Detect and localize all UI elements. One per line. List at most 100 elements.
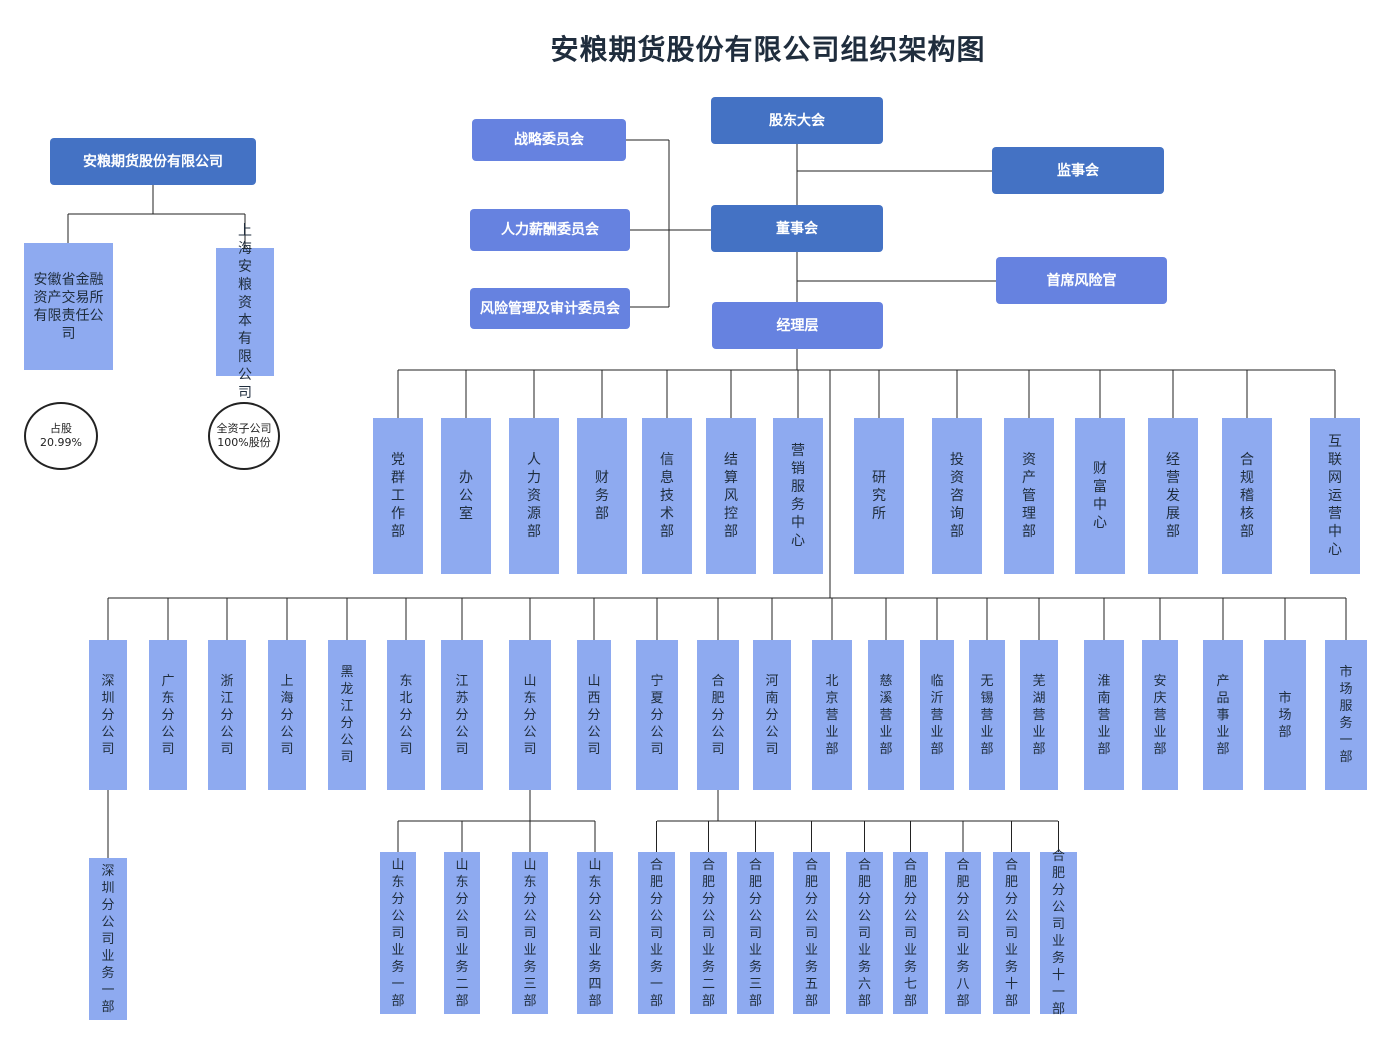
hefei-unit-box-label: 合肥分公司业务八部 xyxy=(956,857,970,1009)
holder-note-anhui: 占股 20.99% xyxy=(24,402,98,470)
committee-hr-box: 人力薪酬委员会 xyxy=(470,209,630,251)
department-box: 信息技术部 xyxy=(642,418,692,574)
supervisory-board-box: 监事会 xyxy=(992,147,1164,194)
branch-box: 淮南营业部 xyxy=(1084,640,1124,790)
branch-box-label: 上海分公司 xyxy=(280,673,294,757)
department-box-label: 人力资源部 xyxy=(527,452,541,540)
department-box: 财富中心 xyxy=(1075,418,1125,574)
branch-box: 无锡营业部 xyxy=(969,640,1005,790)
hefei-unit-box: 合肥分公司业务六部 xyxy=(846,852,883,1014)
branch-box: 合肥分公司 xyxy=(697,640,739,790)
holder-box-anhui: 安徽省金融资产交易所有限责任公司 xyxy=(24,243,113,370)
branch-box: 河南分公司 xyxy=(753,640,791,790)
branch-box-label: 河南分公司 xyxy=(765,673,779,757)
hefei-unit-box-label: 合肥分公司业务十部 xyxy=(1005,857,1019,1009)
holder-note-shanghai: 全资子公司100%股份 xyxy=(208,402,280,470)
shandong-unit-box: 山东分公司业务三部 xyxy=(512,852,548,1014)
hefei-unit-box-label: 合肥分公司业务一部 xyxy=(650,857,664,1009)
hefei-unit-box: 合肥分公司业务一部 xyxy=(638,852,675,1014)
hefei-unit-box-label: 合肥分公司业务三部 xyxy=(749,857,763,1009)
branch-box-label: 宁夏分公司 xyxy=(650,673,664,757)
department-box-label: 投资咨询部 xyxy=(950,452,964,540)
department-box-label: 财富中心 xyxy=(1093,461,1107,531)
branch-box: 芜湖营业部 xyxy=(1020,640,1058,790)
branch-box-label: 东北分公司 xyxy=(399,673,413,757)
branch-box: 北京营业部 xyxy=(812,640,852,790)
hefei-unit-box: 合肥分公司业务十部 xyxy=(993,852,1030,1014)
management-box: 经理层 xyxy=(712,302,883,349)
branch-box: 东北分公司 xyxy=(387,640,425,790)
branch-box: 江苏分公司 xyxy=(441,640,483,790)
branch-box-label: 产品事业部 xyxy=(1216,673,1230,757)
branch-box-label: 市场部 xyxy=(1278,690,1292,740)
branch-box: 产品事业部 xyxy=(1203,640,1243,790)
branch-box: 慈溪营业部 xyxy=(868,640,904,790)
department-box: 人力资源部 xyxy=(509,418,559,574)
hefei-unit-box-label: 合肥分公司业务七部 xyxy=(904,857,918,1009)
shareholders-meeting-box: 股东大会 xyxy=(711,97,883,144)
department-box: 投资咨询部 xyxy=(932,418,982,574)
branch-box-label: 山西分公司 xyxy=(587,673,601,757)
department-box-label: 研究所 xyxy=(872,470,886,522)
branch-box: 市场服务一部 xyxy=(1325,640,1367,790)
branch-box-label: 市场服务一部 xyxy=(1339,665,1353,765)
department-box: 财务部 xyxy=(577,418,627,574)
branch-box: 临沂营业部 xyxy=(920,640,954,790)
branch-box: 深圳分公司 xyxy=(89,640,127,790)
committee-strategy-box: 战略委员会 xyxy=(472,119,626,161)
department-box: 经营发展部 xyxy=(1148,418,1198,574)
department-box: 资产管理部 xyxy=(1004,418,1054,574)
hefei-unit-box-label: 合肥分公司业务六部 xyxy=(858,857,872,1009)
branch-box: 黑龙江分公司 xyxy=(328,640,366,790)
branch-box-label: 广东分公司 xyxy=(161,673,175,757)
board-box: 董事会 xyxy=(711,205,883,252)
hefei-unit-box: 合肥分公司业务二部 xyxy=(690,852,727,1014)
department-box: 互联网运营中心 xyxy=(1310,418,1360,574)
shandong-unit-box-label: 山东分公司业务四部 xyxy=(588,857,602,1009)
department-box: 结算风控部 xyxy=(706,418,756,574)
branch-box: 安庆营业部 xyxy=(1142,640,1178,790)
branch-box-label: 浙江分公司 xyxy=(220,673,234,757)
hefei-unit-box-label: 合肥分公司业务二部 xyxy=(702,857,716,1009)
department-box-label: 经营发展部 xyxy=(1166,452,1180,540)
branch-box-label: 安庆营业部 xyxy=(1153,673,1167,757)
branch-box-label: 山东分公司 xyxy=(523,673,537,757)
department-box: 营销服务中心 xyxy=(773,418,823,574)
department-box-label: 办公室 xyxy=(459,470,473,522)
committee-risk-box: 风险管理及审计委员会 xyxy=(470,288,630,329)
shandong-unit-box: 山东分公司业务四部 xyxy=(577,852,613,1014)
branch-box-label: 江苏分公司 xyxy=(455,673,469,757)
department-box: 办公室 xyxy=(441,418,491,574)
shandong-unit-box: 山东分公司业务一部 xyxy=(380,852,416,1014)
branch-box-label: 北京营业部 xyxy=(825,673,839,757)
branch-box-label: 临沂营业部 xyxy=(930,673,944,757)
hefei-unit-box-label: 合肥分公司业务十一部 xyxy=(1052,849,1066,1017)
department-box-label: 信息技术部 xyxy=(660,452,674,540)
shandong-unit-box-label: 山东分公司业务二部 xyxy=(455,857,469,1009)
hefei-unit-box: 合肥分公司业务十一部 xyxy=(1040,849,1077,1017)
department-box-label: 党群工作部 xyxy=(391,452,405,540)
department-box-label: 财务部 xyxy=(595,470,609,522)
hefei-unit-box-label: 合肥分公司业务五部 xyxy=(805,857,819,1009)
branch-box: 山东分公司 xyxy=(509,640,551,790)
shenzhen-unit-box-label: 深圳分公司业务一部 xyxy=(101,863,115,1015)
hefei-unit-box: 合肥分公司业务三部 xyxy=(737,852,774,1014)
department-box-label: 结算风控部 xyxy=(724,452,738,540)
shandong-unit-box: 山东分公司业务二部 xyxy=(444,852,480,1014)
company-box: 安粮期货股份有限公司 xyxy=(50,138,256,185)
holder-box-shanghai: 上海安粮资本有限公司 xyxy=(216,223,274,401)
branch-box-label: 无锡营业部 xyxy=(980,673,994,757)
shenzhen-unit-box: 深圳分公司业务一部 xyxy=(89,858,127,1020)
department-box-label: 资产管理部 xyxy=(1022,452,1036,540)
branch-box: 市场部 xyxy=(1264,640,1306,790)
hefei-unit-box: 合肥分公司业务八部 xyxy=(945,852,981,1014)
branch-box-label: 黑龙江分公司 xyxy=(340,665,354,765)
branch-box-label: 深圳分公司 xyxy=(101,673,115,757)
shandong-unit-box-label: 山东分公司业务三部 xyxy=(523,857,537,1009)
branch-box-label: 慈溪营业部 xyxy=(879,673,893,757)
branch-box-label: 淮南营业部 xyxy=(1097,673,1111,757)
branch-box: 宁夏分公司 xyxy=(636,640,678,790)
department-box-label: 互联网运营中心 xyxy=(1328,434,1342,558)
